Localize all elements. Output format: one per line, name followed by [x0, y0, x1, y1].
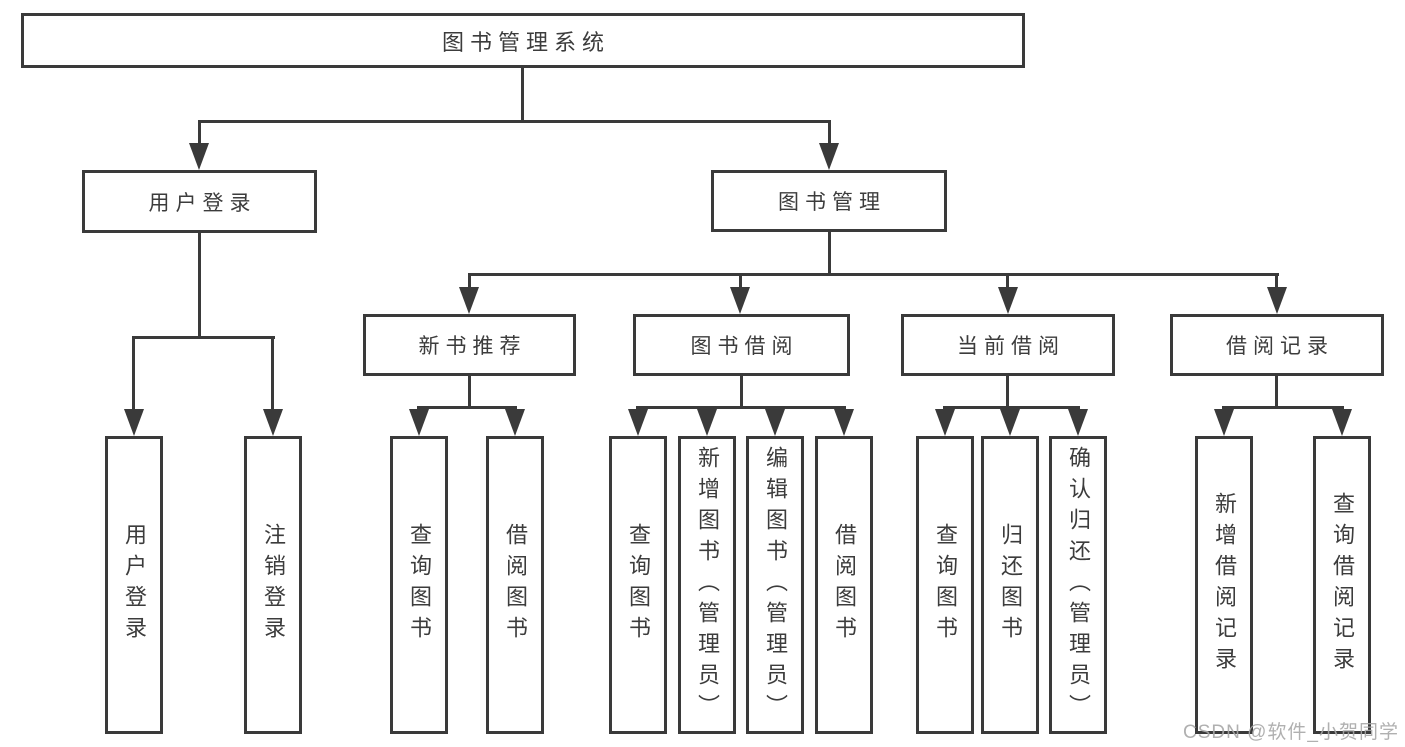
arrow-down-icon — [263, 409, 283, 436]
leaf-borrow-books-recommend: 借阅图书 — [486, 436, 544, 734]
node-label: 图书管理 — [778, 191, 886, 214]
connector-branch-leaf — [271, 336, 274, 412]
leaf-add-borrow-record: 新增借阅记录 — [1195, 436, 1253, 734]
connector-borrow-records-hbar — [1222, 406, 1344, 409]
connector-book-management-stub — [828, 232, 831, 276]
leaf-label: 查询图书 — [407, 523, 432, 647]
node-label: 新书推荐 — [418, 335, 527, 358]
leaf-confirm-return-admin: 确认归还（管理员） — [1049, 436, 1107, 734]
connector-new-book-hbar — [417, 406, 517, 409]
arrow-down-icon — [1267, 287, 1287, 314]
node-label: 图书管理系统 — [441, 29, 610, 55]
leaf-logout: 注销登录 — [244, 436, 302, 734]
leaf-label: 用户登录 — [122, 523, 147, 647]
arrow-down-icon — [834, 409, 854, 436]
leaf-label: 归还图书 — [998, 523, 1023, 647]
arrow-down-icon — [409, 409, 429, 436]
arrow-down-icon — [998, 287, 1018, 314]
arrow-down-icon — [1068, 409, 1088, 436]
connector-root-hbar — [198, 120, 831, 123]
connector-book-borrow-stub — [740, 376, 743, 408]
connector-branch-level3 — [739, 273, 742, 291]
leaf-label: 编辑图书（管理员） — [763, 445, 788, 725]
connector-branch-user-login — [198, 120, 201, 154]
arrow-down-icon — [628, 409, 648, 436]
leaf-label: 新增图书（管理员） — [695, 445, 720, 725]
arrow-down-icon — [1332, 409, 1352, 436]
node-root-library-system: 图书管理系统 — [21, 13, 1025, 68]
node-label: 用户登录 — [148, 191, 257, 215]
connector-new-book-stub — [468, 376, 471, 408]
arrow-down-icon — [765, 409, 785, 436]
arrow-down-icon — [459, 287, 479, 314]
connector-branch-level3 — [1006, 273, 1009, 291]
leaf-label: 查询图书 — [626, 523, 651, 647]
leaf-label: 新增借阅记录 — [1212, 492, 1237, 678]
connector-root-stub — [521, 68, 524, 120]
arrow-down-icon — [730, 287, 750, 314]
arrow-down-icon — [189, 143, 209, 170]
connector-book-borrow-hbar — [636, 406, 846, 409]
leaf-edit-book-admin: 编辑图书（管理员） — [746, 436, 804, 734]
connector-user-login-hbar — [132, 336, 275, 339]
connector-branch-level3 — [1275, 273, 1278, 291]
leaf-add-book-admin: 新增图书（管理员） — [678, 436, 736, 734]
node-current-borrow: 当前借阅 — [901, 314, 1115, 376]
leaf-label: 借阅图书 — [832, 523, 857, 647]
node-label: 借阅记录 — [1226, 335, 1334, 358]
connector-book-management-hbar — [468, 273, 1279, 276]
leaf-borrow-books-borrow: 借阅图书 — [815, 436, 873, 734]
connector-branch-leaf — [132, 336, 135, 412]
node-book-management: 图书管理 — [711, 170, 947, 232]
node-book-borrow: 图书借阅 — [633, 314, 850, 376]
leaf-query-borrow-record: 查询借阅记录 — [1313, 436, 1371, 734]
arrow-down-icon — [1214, 409, 1234, 436]
leaf-label: 注销登录 — [261, 523, 286, 647]
leaf-query-books-recommend: 查询图书 — [390, 436, 448, 734]
node-label: 图书借阅 — [690, 335, 799, 358]
leaf-label: 查询图书 — [933, 523, 958, 647]
csdn-watermark: CSDN @软件_小贺同学 — [1183, 722, 1399, 743]
arrow-down-icon — [1000, 409, 1020, 436]
connector-current-borrow-hbar — [943, 406, 1080, 409]
connector-user-login-stub — [198, 233, 201, 336]
arrow-down-icon — [935, 409, 955, 436]
arrow-down-icon — [697, 409, 717, 436]
leaf-query-books-current: 查询图书 — [916, 436, 974, 734]
node-borrow-records: 借阅记录 — [1170, 314, 1384, 376]
leaf-user-login: 用户登录 — [105, 436, 163, 734]
connector-branch-level3 — [468, 273, 471, 291]
node-user-login: 用户登录 — [82, 170, 317, 233]
node-label: 当前借阅 — [957, 335, 1065, 358]
leaf-query-books-borrow: 查询图书 — [609, 436, 667, 734]
connector-branch-book-management — [828, 120, 831, 154]
connector-current-borrow-stub — [1006, 376, 1009, 408]
connector-borrow-records-stub — [1275, 376, 1278, 408]
node-new-book-recommend: 新书推荐 — [363, 314, 576, 376]
leaf-return-book: 归还图书 — [981, 436, 1039, 734]
arrow-down-icon — [505, 409, 525, 436]
arrow-down-icon — [124, 409, 144, 436]
leaf-label: 确认归还（管理员） — [1066, 445, 1091, 725]
arrow-down-icon — [819, 143, 839, 170]
leaf-label: 查询借阅记录 — [1330, 492, 1355, 678]
leaf-label: 借阅图书 — [503, 523, 528, 647]
